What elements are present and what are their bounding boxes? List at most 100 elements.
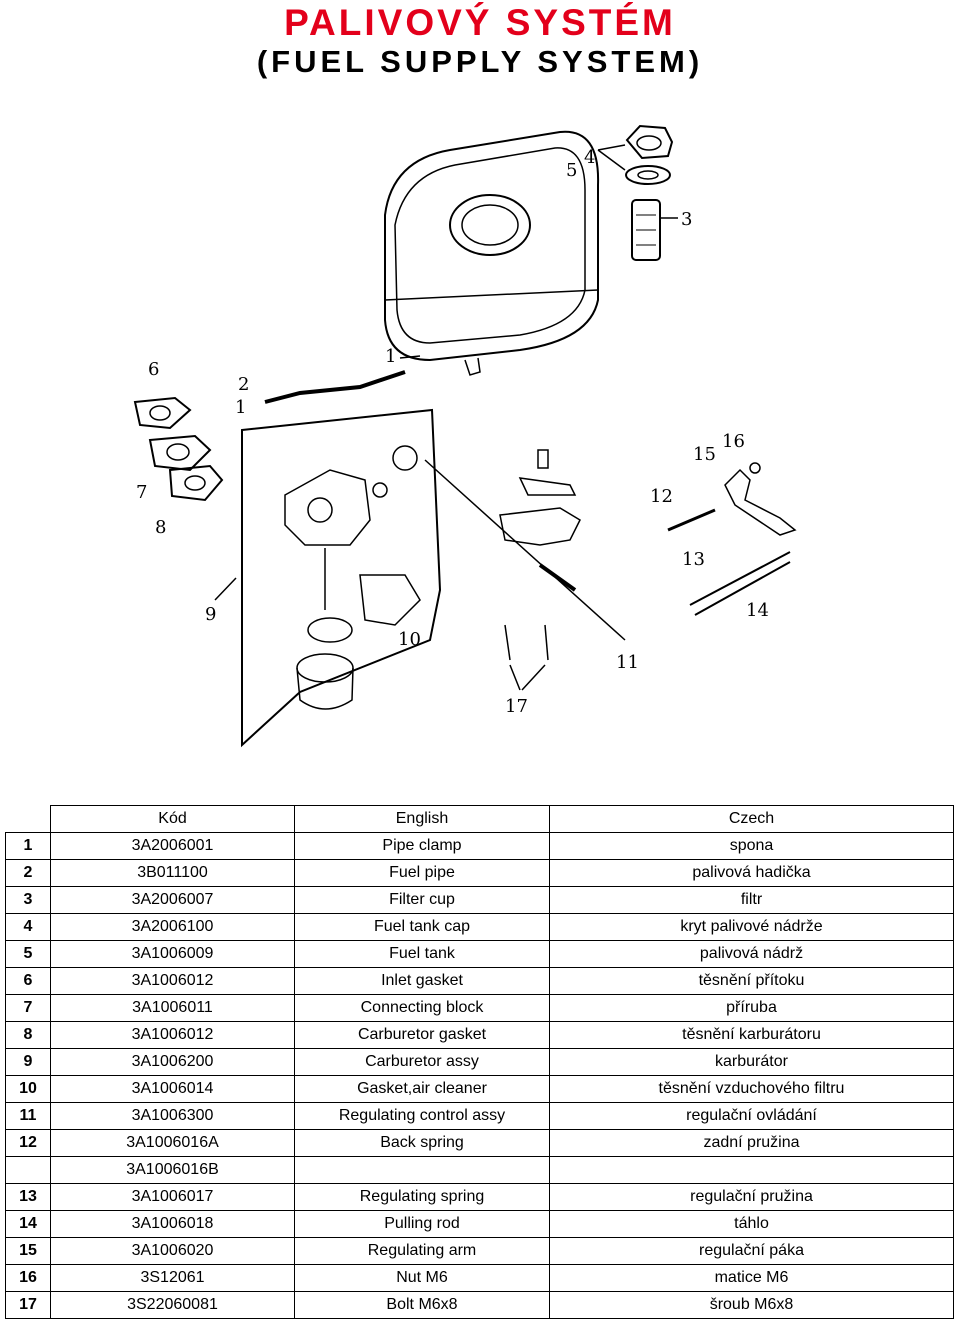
cell-code: 3B011100 <box>50 859 295 887</box>
cell-number: 10 <box>5 1075 51 1103</box>
callout-3: 3 <box>681 209 692 230</box>
cell-number <box>5 1156 51 1184</box>
table-row: 3A1006016B <box>5 1156 954 1184</box>
cell-code: 3A2006100 <box>50 913 295 941</box>
callout-1a: 1 <box>385 346 396 367</box>
callout-16: 16 <box>722 431 745 452</box>
cell-code: 3S12061 <box>50 1264 295 1292</box>
cell-english: Regulating arm <box>294 1237 550 1265</box>
exploded-parts-diagram: 1 1 2 3 4 5 6 7 8 9 10 11 12 13 14 15 16… <box>0 95 960 795</box>
cell-code: 3A2006001 <box>50 832 295 860</box>
header-code: Kód <box>50 805 295 833</box>
cell-czech: regulační páka <box>549 1237 954 1265</box>
callout-17: 17 <box>505 696 528 717</box>
cell-english: Pipe clamp <box>294 832 550 860</box>
cell-czech: palivová nádrž <box>549 940 954 968</box>
cell-english: Gasket,air cleaner <box>294 1075 550 1103</box>
cell-english: Pulling rod <box>294 1210 550 1238</box>
cell-english: Regulating control assy <box>294 1102 550 1130</box>
cell-number: 8 <box>5 1021 51 1049</box>
regulating-control-drawing <box>499 449 581 661</box>
cell-number: 7 <box>5 994 51 1022</box>
cell-number: 17 <box>5 1291 51 1319</box>
cell-number: 6 <box>5 967 51 995</box>
header-czech: Czech <box>549 805 954 833</box>
cell-number: 13 <box>5 1183 51 1211</box>
cell-english: Fuel pipe <box>294 859 550 887</box>
cell-czech <box>549 1156 954 1184</box>
cell-english: Nut M6 <box>294 1264 550 1292</box>
cell-english: Filter cup <box>294 886 550 914</box>
cell-english: Connecting block <box>294 994 550 1022</box>
cell-english: Regulating spring <box>294 1183 550 1211</box>
cell-czech: regulační pružina <box>549 1183 954 1211</box>
cell-code: 3A1006017 <box>50 1183 295 1211</box>
cell-english: Fuel tank cap <box>294 913 550 941</box>
cell-code: 3A1006200 <box>50 1048 295 1076</box>
cell-number: 5 <box>5 940 51 968</box>
cell-czech: karburátor <box>549 1048 954 1076</box>
cell-number: 12 <box>5 1129 51 1157</box>
cell-code: 3A1006014 <box>50 1075 295 1103</box>
callout-15: 15 <box>693 444 716 465</box>
cell-number: 9 <box>5 1048 51 1076</box>
cell-czech: těsnění vzduchového filtru <box>549 1075 954 1103</box>
cell-code: 3A1006012 <box>50 967 295 995</box>
callout-12: 12 <box>650 486 673 507</box>
cell-czech: matice M6 <box>549 1264 954 1292</box>
cell-code: 3A1006300 <box>50 1102 295 1130</box>
cell-number: 15 <box>5 1237 51 1265</box>
cell-czech: šroub M6x8 <box>549 1291 954 1319</box>
cell-czech: filtr <box>549 886 954 914</box>
callout-13: 13 <box>682 549 705 570</box>
table-header-row: Kód English Czech <box>5 805 954 833</box>
callout-2: 2 <box>238 374 249 395</box>
callout-4: 4 <box>584 147 595 168</box>
gaskets-drawing <box>133 396 224 502</box>
cell-code: 3A1006016A <box>50 1129 295 1157</box>
cell-czech: regulační ovládání <box>549 1102 954 1130</box>
cell-code: 3A1006012 <box>50 1021 295 1049</box>
cell-english: Inlet gasket <box>294 967 550 995</box>
callout-6: 6 <box>148 359 159 380</box>
regulating-arm-drawing <box>667 462 797 616</box>
tank-cap-drawing <box>625 124 674 261</box>
cell-code: 3A1006020 <box>50 1237 295 1265</box>
cell-czech: těsnění přítoku <box>549 967 954 995</box>
cell-number: 4 <box>5 913 51 941</box>
cell-czech: táhlo <box>549 1210 954 1238</box>
fuel-tank-drawing <box>384 130 600 376</box>
header-number <box>5 805 51 833</box>
cell-english: Back spring <box>294 1129 550 1157</box>
cell-czech: spona <box>549 832 954 860</box>
cell-english <box>294 1156 550 1184</box>
callout-8: 8 <box>155 517 166 538</box>
cell-number: 14 <box>5 1210 51 1238</box>
page-subtitle: (FUEL SUPPLY SYSTEM) <box>256 44 704 79</box>
cell-number: 3 <box>5 886 51 914</box>
page-title: PALIVOVÝ SYSTÉM <box>284 2 676 43</box>
cell-english: Carburetor gasket <box>294 1021 550 1049</box>
cell-czech: kryt palivové nádrže <box>549 913 954 941</box>
cell-code: 3A1006016B <box>50 1156 295 1184</box>
callout-5: 5 <box>566 160 577 181</box>
cell-english: Bolt M6x8 <box>294 1291 550 1319</box>
callout-9: 9 <box>205 604 216 625</box>
callout-1b: 1 <box>235 397 246 418</box>
